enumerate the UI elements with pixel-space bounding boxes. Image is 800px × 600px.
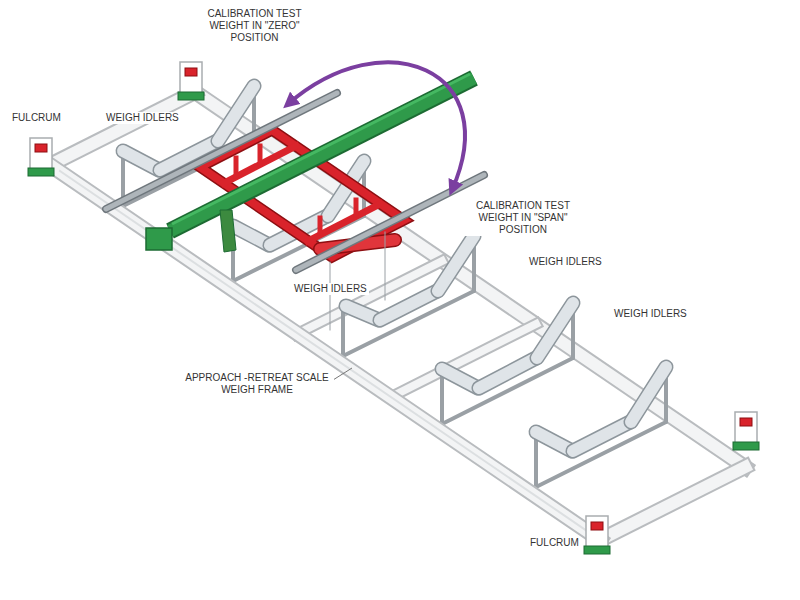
part-label: CALIBRATION TEST WEIGHT IN "SPAN" POSITI… xyxy=(462,200,584,236)
part-label: CALIBRATION TEST WEIGHT IN "ZERO" POSITI… xyxy=(185,8,324,44)
part-label: WEIGH IDLERS xyxy=(527,256,604,268)
leader-line xyxy=(333,368,352,380)
fulcrum-symbol xyxy=(733,412,759,450)
troughed-idlers xyxy=(123,86,666,487)
part-label: WEIGH IDLERS xyxy=(104,112,181,124)
part-label: APPROACH -RETREAT SCALE WEIGH FRAME xyxy=(180,372,334,396)
part-label: WEIGH IDLERS xyxy=(612,308,689,320)
move-arrow xyxy=(288,62,465,190)
part-label: WEIGH IDLERS xyxy=(292,283,369,295)
front-rail xyxy=(50,165,600,540)
fulcrum-symbol xyxy=(178,62,204,100)
part-label: FULCRUM xyxy=(10,112,63,124)
fulcrum-symbol xyxy=(584,516,610,554)
part-label: FULCRUM xyxy=(528,537,581,549)
frame-beams xyxy=(50,92,745,540)
fulcrum-symbol xyxy=(28,138,54,176)
